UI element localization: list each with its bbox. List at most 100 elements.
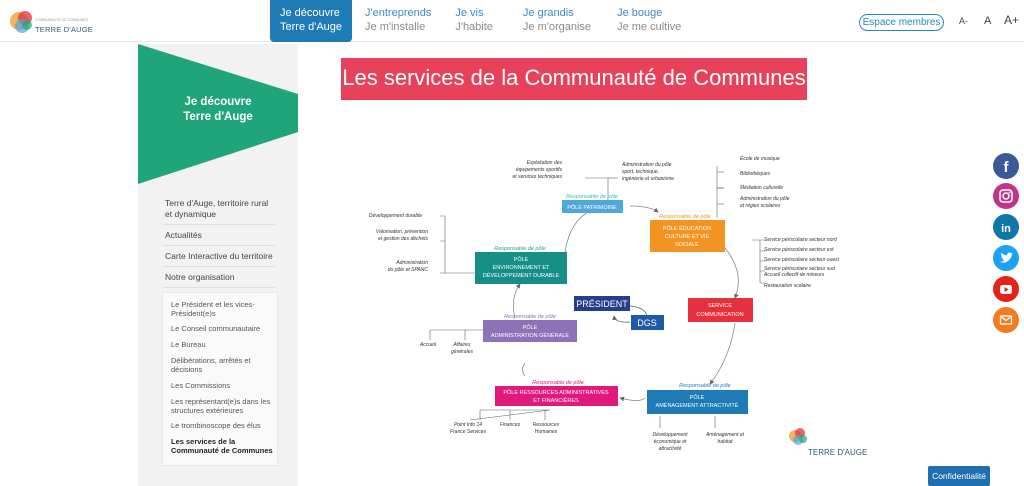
youtube-button[interactable] [993, 276, 1019, 302]
sidebar-item-organisation[interactable]: Notre organisation [165, 272, 235, 282]
nav-je-grandis[interactable]: Je grandis Je m'organise [513, 0, 601, 42]
sidebar-banner-shape [138, 44, 298, 184]
subitem-text: Médiation culturelle [740, 185, 783, 191]
twitter-icon [1000, 252, 1013, 263]
sidebar-divider [163, 266, 275, 267]
submenu-president[interactable]: Le Président et les vices-Président(e)s [171, 300, 255, 318]
responsable-label: Responsable de pôle [532, 380, 584, 386]
sidebar-submenu [162, 292, 278, 466]
subitem-text: économique et [654, 439, 687, 445]
subitem-text: et gestion des déchets [378, 236, 429, 242]
pole-ressources-label: PÔLE RESSOURCES ADMINISTRATIVES [503, 389, 609, 396]
subitem-text: Exploitation des [527, 160, 563, 166]
confidentialite-button[interactable]: Confidentialité [928, 466, 990, 486]
responsable-label: Responsable de pôle [679, 383, 731, 389]
submenu-bureau[interactable]: Le Bureau [171, 340, 206, 349]
pole-ressources-box [495, 386, 618, 406]
nav-je-decouvre[interactable]: Je découvre Terre d'Auge [270, 0, 353, 42]
service-communication-box [688, 298, 753, 322]
responsable-label: Responsable de pôle [659, 214, 711, 220]
nav-label: J'entreprends [365, 7, 432, 19]
subitem-text: Administration du pôle [739, 196, 790, 202]
subitem-text: École de musique [740, 155, 780, 162]
subitem-text: ingénierie et urbanisme [622, 176, 674, 182]
logo-text: TERRE D'AUGE [35, 25, 94, 34]
subitem-text: Accueil [419, 342, 437, 348]
connector-lines [429, 166, 765, 428]
sidebar-item-actualites[interactable]: Actualités [165, 230, 202, 240]
facebook-icon: f [1004, 159, 1010, 176]
email-button[interactable] [993, 307, 1019, 333]
pole-admin-label: ADMINISTRATION GÉNÉRALE [491, 332, 569, 339]
pole-education-label: SOCIALE [675, 242, 699, 248]
font-smaller-button[interactable]: A- [959, 16, 968, 26]
submenu-conseil[interactable]: Le Conseil communautaire [171, 324, 261, 333]
espace-membres-button[interactable]: Espace membres [859, 14, 944, 31]
nav-label: Je découvre [280, 7, 340, 19]
submenu-representants[interactable]: Les représentant(e)s dans les structures… [171, 397, 271, 415]
subitem-text: Administration du pôle [621, 162, 672, 168]
sidebar-item-terre-auge[interactable]: Terre d'Auge, territoire rural et dynami… [165, 198, 269, 219]
subitem-text: Bibliothèques [740, 171, 771, 177]
svg-text:in: in [1001, 223, 1011, 235]
twitter-button[interactable] [993, 245, 1019, 271]
pole-amenagement-label: AMÉNAGEMENT ATTRACTIVITÉ [656, 402, 739, 409]
facebook-button[interactable]: f [993, 153, 1019, 179]
subitem-text: générales [451, 349, 473, 355]
nav-sublabel: Terre d'Auge [280, 21, 343, 33]
pole-environnement-label: PÔLE [514, 256, 529, 263]
subitem-text: Valorisation, prévention [376, 229, 428, 235]
nav-j-entreprends[interactable]: J'entreprends Je m'installe [355, 0, 441, 42]
instagram-button[interactable] [993, 183, 1019, 209]
subitem-text: Point Info 14 [454, 422, 482, 428]
page-title: Les services de la Communauté de Commune… [342, 65, 806, 90]
subitem-text: Service périscolaire secteur ouest [764, 257, 840, 263]
president-label: PRÉSIDENT [576, 299, 628, 309]
nav-je-bouge[interactable]: Je bouge Je me cultive [607, 0, 691, 42]
president-box [574, 296, 630, 311]
org-chart-logo-text: TERRE D'AUGE [808, 448, 867, 457]
sidebar-title-line1: Je découvre [184, 96, 252, 108]
nav-sublabel: Je m'installe [365, 21, 426, 33]
service-communication-label: SERVICE [708, 303, 732, 309]
pole-amenagement-label: PÔLE [690, 394, 705, 401]
responsable-label: Responsable de pôle [494, 246, 546, 252]
nav-je-vis[interactable]: Je vis J'habite [445, 0, 503, 42]
pole-patrimoine-label: PÔLE PATRIMOINE [567, 204, 617, 211]
subitem-text: Aménagement et [705, 432, 745, 438]
subitem-text: du pôle et SPANC [388, 267, 429, 273]
font-larger-button[interactable]: A+ [1004, 13, 1020, 27]
subitem-text: Développement durable [369, 213, 422, 219]
dgs-box [631, 315, 664, 330]
subitem-text: et régies scolaires [740, 203, 781, 209]
subitem-text: Accueil collectif de mineurs [763, 272, 825, 278]
site-logo[interactable]: COMMUNAUTÉ DE COMMUNES TERRE D'AUGE [5, 3, 93, 39]
pole-environnement-box [475, 252, 567, 284]
sidebar-item-carte[interactable]: Carte Interactive du territoire [165, 251, 273, 261]
font-normal-button[interactable]: A [984, 15, 992, 27]
nav-label: Je grandis [522, 7, 574, 19]
sidebar-divider [163, 224, 275, 225]
submenu-trombinoscope[interactable]: Le trombinoscope des élus [171, 421, 261, 430]
subitem-text: Restauration scolaire [764, 283, 811, 289]
page-title-banner: Les services de la Communauté de Commune… [341, 58, 807, 100]
submenu-commissions[interactable]: Les Commissions [171, 381, 231, 390]
subitem-text: Administration [395, 260, 428, 266]
svg-text:f: f [1004, 159, 1010, 176]
linkedin-button[interactable]: in [993, 214, 1019, 240]
subitem-text: France Services [450, 429, 487, 435]
logo-tagline: COMMUNAUTÉ DE COMMUNES [35, 18, 89, 22]
nav-sublabel: Je m'organise [522, 21, 592, 33]
nav-label: Je bouge [617, 7, 663, 19]
pole-admin-box [483, 320, 577, 342]
service-communication-label: COMMUNICATION [696, 312, 743, 318]
subitem-text: habitat [717, 439, 733, 445]
submenu-services[interactable]: Les services de la Communauté de Commune… [171, 437, 273, 455]
org-chart-logo: TERRE D'AUGE [789, 428, 867, 457]
subitem-text: attractivité [659, 446, 682, 452]
instagram-icon [999, 189, 1013, 203]
submenu-deliberations[interactable]: Délibérations, arrêtés et décisions [171, 356, 251, 374]
sidebar-title: Je découvre Terre d'Auge [138, 95, 298, 125]
subitem-text: Affaires [453, 342, 471, 348]
subitem-text: Finances [500, 422, 521, 428]
